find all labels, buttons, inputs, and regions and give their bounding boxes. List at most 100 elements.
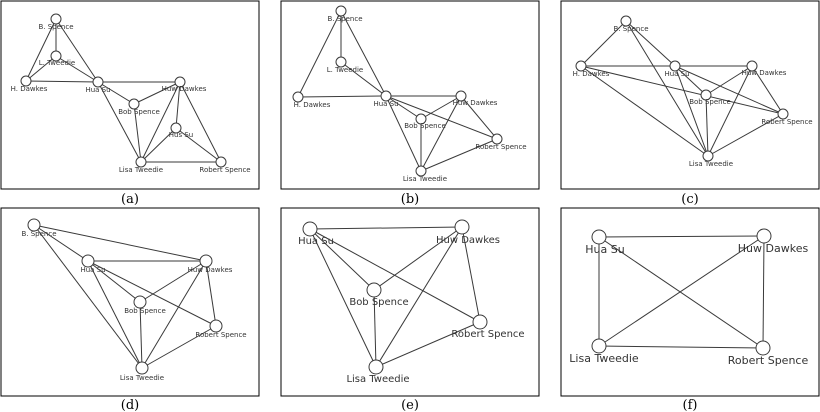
node-circle: [700, 89, 712, 101]
panel-caption: (e): [401, 398, 419, 412]
node-hua-su: Hua Su: [585, 229, 625, 256]
node-label: B. Spence: [327, 15, 362, 23]
edge-hua-su-to-lisa-tweedie: [674, 65, 709, 157]
node-circle: [669, 60, 681, 72]
node-label: Huw Dawkes: [738, 242, 809, 255]
node-hua-su: Hua Su: [80, 254, 106, 274]
edge-huw-dawkes-to-lisa-tweedie: [375, 226, 463, 368]
edge-robert-spence-to-lisa-tweedie: [707, 113, 784, 157]
panel-caption: (b): [401, 192, 419, 207]
node-hua-su: Hua Su: [85, 76, 111, 94]
panel-caption: (d): [121, 398, 139, 412]
edge-huw-dawkes-to-bob-spence: [139, 260, 207, 303]
node-circle: [215, 156, 227, 168]
edge-layer: [33, 224, 217, 369]
node-huw-dawkes: Huw Dawkes: [436, 219, 500, 246]
node-circle: [366, 282, 382, 298]
node-circle: [135, 156, 147, 168]
node-circle: [472, 314, 488, 330]
node-label: Huw Dawkes: [742, 69, 787, 77]
edge-hua-su-to-bob-spence: [87, 260, 141, 303]
edge-layer: [25, 18, 222, 163]
edge-layer: [598, 235, 765, 349]
edge-lisa-tweedie-to-robert-spence: [420, 138, 498, 172]
node-circle: [491, 133, 503, 145]
edge-l-tweedie-to-hua-su: [55, 55, 99, 83]
node-bob-spence: Bob Spence: [404, 113, 446, 130]
edge-huw-dawkes-to-bob-spence: [133, 81, 181, 105]
node-huw-dawkes: Huw Dawkes: [453, 90, 498, 107]
node-robert-spence: Robert Spence: [761, 108, 813, 126]
node-circle: [415, 165, 427, 177]
edge-hua-su-to-bob-spence: [97, 81, 135, 105]
edge-b-spence-to-h-dawkes: [297, 10, 342, 98]
node-label: Hua Su: [585, 243, 624, 256]
node-circle: [50, 50, 62, 62]
node-hua-su: Hua Su: [664, 60, 690, 78]
edge-huw-dawkes-to-hus-su: [175, 81, 181, 129]
node-label: Hua Su: [664, 70, 689, 78]
node-lisa-tweedie: Lisa Tweedie: [569, 338, 639, 365]
node-label: Bob Spence: [118, 108, 160, 116]
node-bob-spence: Bob Spence: [124, 295, 166, 315]
node-label: Huw Dawkes: [453, 99, 498, 107]
node-robert-spence: Robert Spence: [475, 133, 527, 151]
edge-h-dawkes-to-hua-su: [297, 95, 387, 98]
edge-b-spence-to-lisa-tweedie: [33, 224, 143, 369]
node-lisa-tweedie: Lisa Tweedie: [120, 361, 164, 382]
edge-b-spence-to-hua-su: [55, 18, 99, 83]
node-lisa-tweedie: Lisa Tweedie: [403, 165, 447, 183]
node-label: L. Tweedie: [39, 59, 76, 67]
node-circle: [135, 361, 149, 375]
edge-h-dawkes-to-lisa-tweedie: [580, 65, 709, 157]
node-label: Bob Spence: [349, 297, 408, 308]
edge-bob-spence-to-lisa-tweedie: [133, 103, 142, 163]
node-hua-su: Hua Su: [298, 221, 334, 247]
edge-h-dawkes-to-robert-spence: [580, 65, 784, 115]
node-label: B. Spence: [38, 23, 73, 31]
node-hua-su: Hua Su: [373, 90, 399, 108]
node-label: Hua Su: [298, 236, 334, 247]
edge-h-dawkes-to-hua-su: [25, 80, 99, 83]
node-label: Robert Spence: [728, 354, 809, 367]
node-robert-spence: Robert Spence: [728, 340, 809, 367]
edge-hua-su-to-bob-spence: [309, 228, 375, 291]
node-hus-su: Hus Su: [169, 122, 193, 139]
node-circle: [209, 319, 223, 333]
node-label: H. Dawkes: [294, 101, 331, 109]
node-label: Lisa Tweedie: [569, 352, 639, 365]
panel-caption: (f): [683, 398, 698, 412]
node-huw-dawkes: Huw Dawkes: [742, 60, 787, 77]
node-circle: [415, 113, 427, 125]
node-circle: [335, 56, 347, 68]
edge-huw-dawkes-to-robert-spence: [762, 235, 765, 349]
node-label: Huw Dawkes: [436, 235, 500, 246]
node-b-spence: B. Spence: [613, 15, 649, 33]
node-l-tweedie: L. Tweedie: [39, 50, 76, 67]
edge-huw-dawkes-to-lisa-tweedie: [598, 235, 765, 347]
edge-bob-spence-to-lisa-tweedie: [705, 94, 709, 157]
edge-huw-dawkes-to-robert-spence: [460, 95, 498, 140]
node-label: Lisa Tweedie: [689, 160, 733, 168]
edge-hua-su-to-lisa-tweedie: [309, 228, 377, 368]
node-label: Huw Dawkes: [162, 85, 207, 93]
edge-b-spence-to-h-dawkes: [25, 18, 57, 82]
edge-b-spence-to-hua-su: [340, 10, 387, 97]
node-robert-spence: Robert Spence: [451, 314, 525, 340]
node-label: Robert Spence: [199, 166, 250, 174]
edge-huw-dawkes-to-lisa-tweedie: [140, 81, 181, 163]
node-circle: [702, 150, 714, 162]
node-label: Huw Dawkes: [188, 266, 233, 274]
panel-caption: (c): [681, 192, 698, 207]
edge-b-spence-to-hua-su: [33, 224, 89, 262]
node-h-dawkes: H. Dawkes: [573, 60, 610, 78]
node-label: Lisa Tweedie: [346, 374, 409, 385]
